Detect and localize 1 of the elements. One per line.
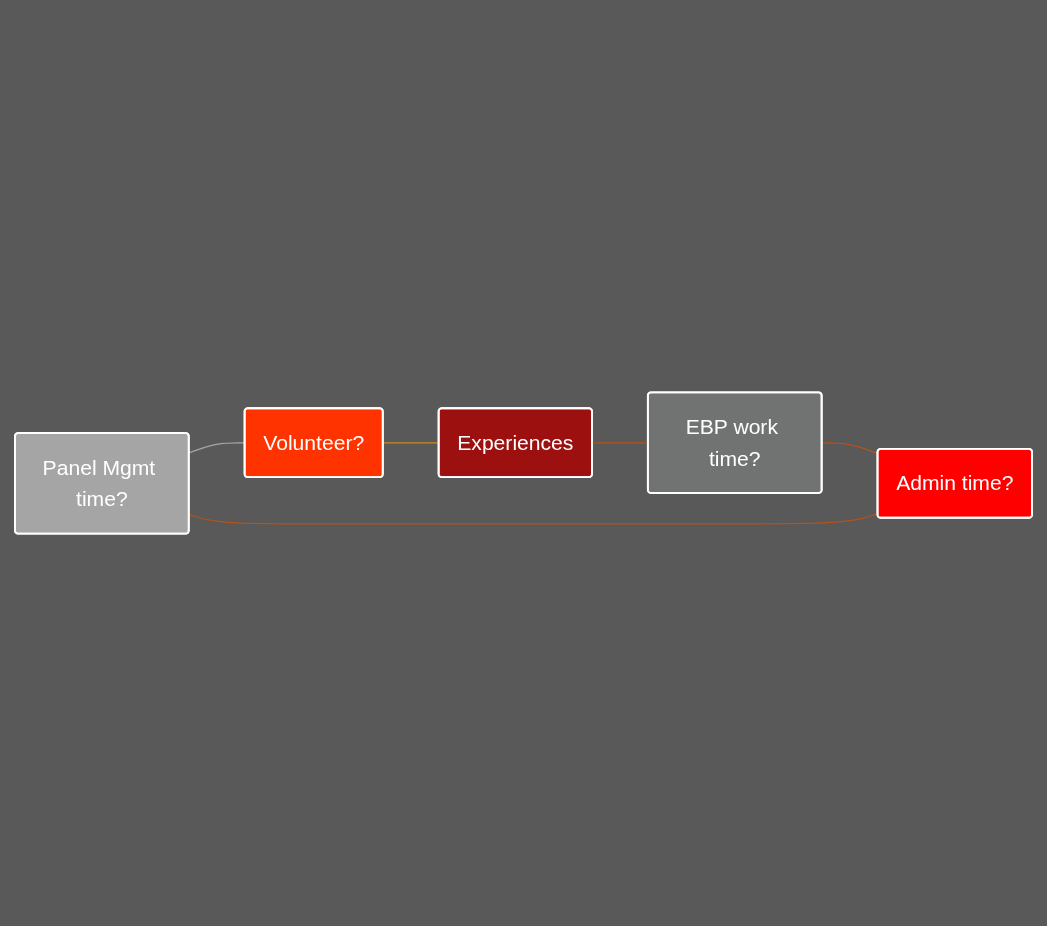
connector [188,512,879,525]
